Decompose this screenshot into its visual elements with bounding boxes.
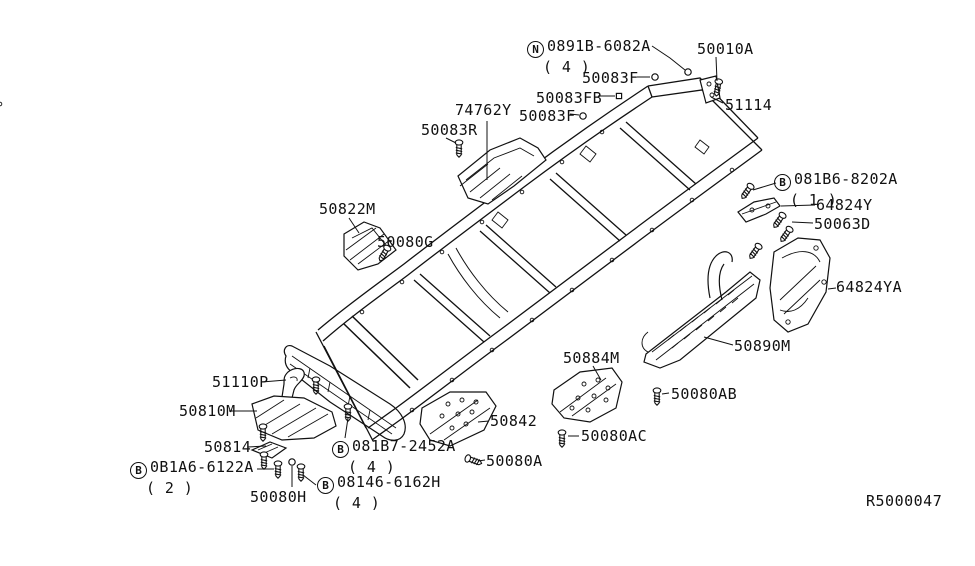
circled-letter-B: B [130, 462, 147, 479]
part-shape-50842 [419, 391, 497, 447]
round-clip-icon [651, 73, 659, 81]
callout-50890M: 50890M [734, 337, 791, 355]
quantity: ( 4 ) [543, 58, 591, 76]
bolt-icon [259, 451, 269, 470]
callout-50080G: 50080G [377, 233, 434, 251]
part-shape-50884M [551, 367, 623, 423]
callout-50083F-2: 50083F [519, 107, 576, 125]
part-shape-74762Y [457, 137, 547, 205]
callout-64824Y: 64824Y [816, 196, 873, 214]
bolt-icon [258, 423, 268, 442]
circled-letter-B: B [332, 441, 349, 458]
round-clip-icon [288, 458, 296, 466]
callout-50080AB: 50080AB [671, 385, 738, 403]
callout-51114: 51114 [725, 96, 773, 114]
bolt-icon [652, 387, 662, 406]
leader-lines [229, 45, 837, 487]
callout-50083R: 50083R [421, 121, 478, 139]
quantity: ( 4 ) [348, 458, 396, 476]
callout-50080A: 50080A [486, 452, 543, 470]
quantity: ( 1 ) [790, 191, 838, 209]
part-number: 08146-6162H [337, 473, 441, 491]
bolt-icon [738, 181, 756, 202]
part-number: 0891B-6082A [547, 37, 651, 55]
callout-50814: 50814 [204, 438, 252, 456]
bolt-icon [777, 224, 795, 245]
drawing-reference-number: R5000047 [866, 492, 943, 510]
part-number: 081B7-2452A [352, 437, 456, 455]
callout-64824YA: 64824YA [836, 278, 903, 296]
part-number: 081B6-8202A [794, 170, 898, 188]
front-crossmember-beam [283, 345, 406, 441]
callout-50080AC: 50080AC [581, 427, 648, 445]
bolt-icon [770, 210, 788, 231]
callout-50083F: 50083F [582, 69, 639, 87]
callout-74762Y: 74762Y [455, 101, 512, 119]
part-number: 0B1A6-6122A [150, 458, 254, 476]
callout-51110P: 51110P [212, 373, 269, 391]
callout-50083FB: 50083FB [536, 89, 603, 107]
callout-50842: 50842 [490, 412, 538, 430]
circled-letter-N: N [527, 41, 544, 58]
square-clip-icon [615, 92, 623, 100]
frame-details [0, 101, 735, 413]
callout-50884M: 50884M [563, 349, 620, 367]
part-shape-50814 [250, 441, 288, 459]
bolt-icon [273, 460, 283, 479]
circled-letter-B: B [317, 477, 334, 494]
part-shape-64824Y [737, 197, 781, 223]
part-shape-64824YA [769, 237, 831, 333]
bolt-icon [454, 139, 464, 158]
circled-letter-B: B [774, 174, 791, 191]
callout-50810M: 50810M [179, 402, 236, 420]
bolt-icon [296, 463, 306, 482]
bolt-icon [557, 429, 567, 448]
bolt-icon [746, 241, 764, 262]
round-clip-icon [579, 112, 587, 120]
quantity: ( 2 ) [146, 479, 194, 497]
part-shape-50810M [251, 395, 337, 441]
part-shape-50890M [641, 251, 761, 369]
quantity: ( 4 ) [333, 494, 381, 512]
callout-50010A: 50010A [697, 40, 754, 58]
callout-50063D: 50063D [814, 215, 871, 233]
round-clip-icon [684, 68, 692, 76]
frame-rails [315, 77, 763, 442]
callout-50080H: 50080H [250, 488, 307, 506]
callout-50822M: 50822M [319, 200, 376, 218]
